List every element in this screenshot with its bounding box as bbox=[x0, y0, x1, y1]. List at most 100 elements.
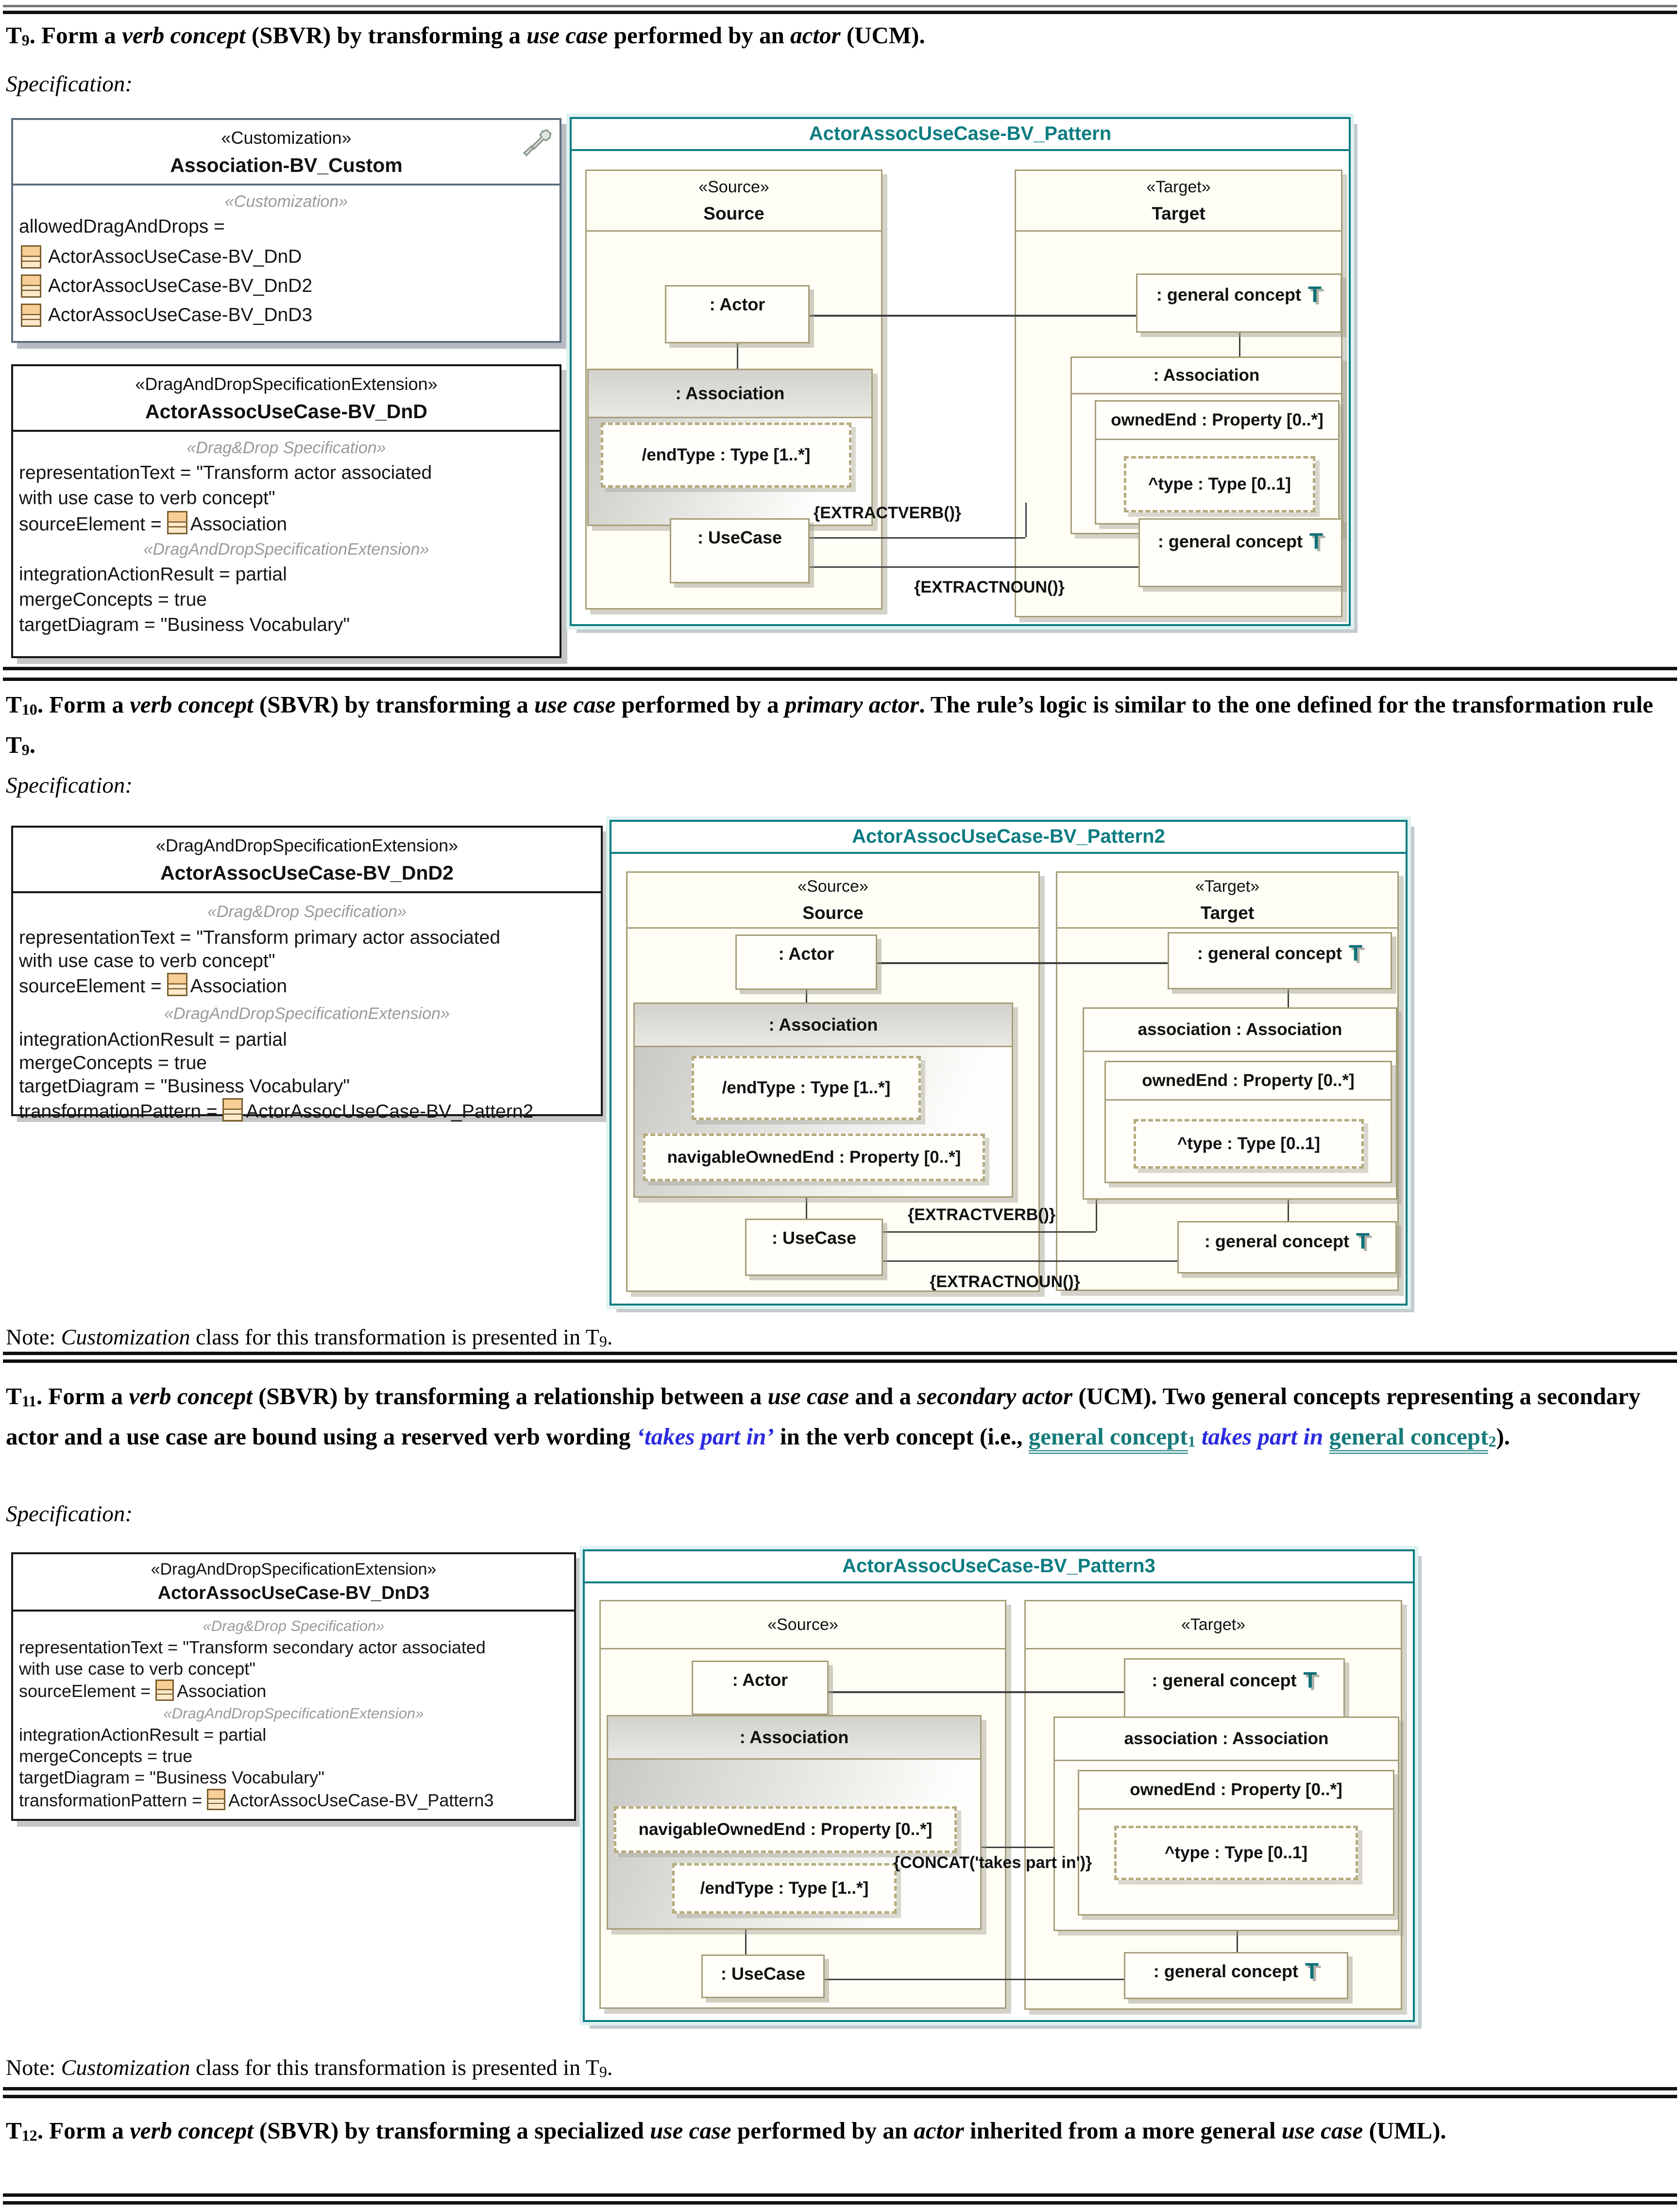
t11-seg bbox=[1196, 1423, 1202, 1450]
general-concept-index: 1 bbox=[1188, 1432, 1196, 1450]
slot-label: /endType : Type [1..*] bbox=[700, 1879, 869, 1898]
extractnoun-constraint: {EXTRACTNOUN()} bbox=[914, 578, 1065, 596]
stereotype-label: «DragAndDropSpecificationExtension» bbox=[151, 1560, 437, 1579]
link-usecase-concept bbox=[825, 1979, 1124, 1980]
object-label: : Actor bbox=[732, 1670, 788, 1690]
bottom-rule bbox=[3, 2193, 1677, 2197]
t11-seg: secondary actor bbox=[917, 1383, 1073, 1409]
class-icon bbox=[21, 304, 41, 327]
usecase-object: : UseCase bbox=[745, 1219, 883, 1276]
t9-seg: use case bbox=[526, 22, 608, 49]
source-element-value: Association bbox=[190, 976, 288, 997]
package-header: «Source» Source bbox=[628, 873, 1038, 929]
t9-seg: (SBVR) by transforming a bbox=[245, 22, 527, 49]
package-stereotype: «Target» bbox=[1181, 1615, 1246, 1634]
note-seg: Note: bbox=[6, 1324, 61, 1349]
t10-seg: . bbox=[29, 731, 35, 759]
class-header: «DragAndDropSpecificationExtension» Acto… bbox=[13, 366, 560, 423]
object-label: : general concept bbox=[1156, 285, 1301, 305]
t12-seg: inherited from a more general bbox=[964, 2117, 1282, 2144]
t12-sub: 12 bbox=[21, 2126, 37, 2144]
t10-sub: 10 bbox=[21, 700, 37, 718]
link-concat bbox=[915, 1847, 1101, 1848]
source-element-label: sourceElement = bbox=[19, 1681, 151, 1701]
note-seg: Customization bbox=[61, 1324, 190, 1349]
class-icon bbox=[155, 1680, 174, 1701]
package-header: «Target» Target bbox=[1016, 171, 1341, 232]
object-label: : UseCase bbox=[771, 1228, 857, 1248]
t11-seg: and a bbox=[849, 1383, 917, 1409]
note-seg: class for this transformation is present… bbox=[190, 1324, 599, 1349]
term-icon: T bbox=[1303, 1667, 1317, 1693]
link-extractnoun bbox=[810, 566, 1138, 568]
diagram-title: ActorAssocUseCase-BV_Pattern bbox=[572, 119, 1349, 151]
t12-seg: (SBVR) by transforming a specialized bbox=[253, 2117, 650, 2144]
note-sub: 9 bbox=[599, 2063, 607, 2081]
body-stereotype: «Drag&Drop Specification» bbox=[187, 439, 386, 457]
note-seg: Note: bbox=[6, 2055, 61, 2080]
attribute-line: with use case to verb concept" bbox=[19, 488, 275, 509]
t10-seg: (SBVR) by transforming a bbox=[253, 691, 535, 718]
section-rule bbox=[3, 667, 1677, 670]
object-label: : Actor bbox=[709, 294, 765, 314]
link-endtype-usecase bbox=[745, 1914, 747, 1954]
t9-seg: performed by an bbox=[608, 22, 791, 49]
link-actor-association bbox=[806, 990, 807, 1002]
diagram-title: ActorAssocUseCase-BV_Pattern2 bbox=[611, 822, 1406, 854]
extractnoun-constraint: {EXTRACTNOUN()} bbox=[930, 1273, 1080, 1291]
t11-seg bbox=[1323, 1423, 1329, 1450]
object-label: : general concept bbox=[1152, 1670, 1297, 1690]
slot-label: /endType : Type [1..*] bbox=[722, 1078, 891, 1097]
t12-seg: (UML). bbox=[1363, 2117, 1446, 2144]
attribute-line: sourceElement = Association bbox=[19, 511, 554, 537]
heading-t11: T11. Form a verb concept (SBVR) by trans… bbox=[6, 1378, 1675, 1460]
note-t11: Note: Customization class for this trans… bbox=[6, 2054, 1675, 2081]
link-navend-usecase bbox=[806, 1181, 807, 1219]
t11-seg: T bbox=[6, 1383, 22, 1409]
dnd-item: ActorAssocUseCase-BV_DnD2 bbox=[21, 274, 554, 298]
slot-label: ^type : Type [0..1] bbox=[1164, 1843, 1307, 1862]
link-extractverb bbox=[883, 1231, 1096, 1233]
slot-label: navigableOwnedEnd : Property [0..*] bbox=[638, 1820, 933, 1839]
diagram-title: ActorAssocUseCase-BV_Pattern3 bbox=[585, 1551, 1413, 1583]
note-sub: 9 bbox=[599, 1332, 607, 1350]
endtype-slot: /endType : Type [1..*] bbox=[601, 423, 851, 488]
object-label: : Actor bbox=[778, 944, 834, 964]
class-icon bbox=[21, 245, 41, 269]
t9-seg: verb concept bbox=[122, 22, 246, 49]
pattern-diagram-t9: ActorAssocUseCase-BV_Pattern «Source» So… bbox=[570, 117, 1351, 626]
body-stereotype: «Drag&Drop Specification» bbox=[207, 902, 407, 921]
attribute-line: sourceElement = Association bbox=[19, 973, 595, 999]
slot-label: ^type : Type [0..1] bbox=[1148, 475, 1291, 493]
wrench-icon bbox=[520, 126, 552, 160]
class-body: «Drag&Drop Specification» representation… bbox=[13, 432, 560, 638]
concat-constraint: {CONCAT('takes part in')} bbox=[893, 1853, 1092, 1872]
top-rule bbox=[3, 11, 1677, 14]
link-actor-concept bbox=[810, 315, 1136, 317]
note-seg: class for this transformation is present… bbox=[190, 2055, 599, 2080]
t9-seg: . Form a bbox=[29, 22, 122, 49]
attribute-line: representationText = "Transform actor as… bbox=[19, 462, 432, 483]
t9-sub: 9 bbox=[21, 31, 30, 49]
section-rule bbox=[3, 1352, 1677, 1355]
takes-part-in-verb: takes part in bbox=[1201, 1423, 1324, 1450]
compartment-divider bbox=[13, 184, 560, 186]
source-element-value: Association bbox=[177, 1681, 267, 1701]
t12-seg: use case bbox=[650, 2117, 731, 2144]
t10-seg: verb concept bbox=[130, 691, 254, 718]
usecase-object: : UseCase bbox=[701, 1954, 825, 1998]
general-concept-object-top: : general concept T bbox=[1124, 1658, 1345, 1722]
t12-seg: verb concept bbox=[130, 2117, 254, 2144]
link-actor-concept bbox=[829, 1691, 1124, 1693]
object-label: : general concept bbox=[1204, 1231, 1349, 1251]
attribute-line: targetDiagram = "Business Vocabulary" bbox=[19, 1767, 324, 1787]
slot-label: /endType : Type [1..*] bbox=[642, 445, 811, 464]
specification-label-t11: Specification: bbox=[6, 1501, 133, 1527]
section-rule bbox=[3, 678, 1677, 681]
dnd-spec-box-t11: «DragAndDropSpecificationExtension» Acto… bbox=[11, 1552, 576, 1821]
type-slot: ^type : Type [0..1] bbox=[1114, 1826, 1358, 1880]
t11-seg: (UCM). Two general concepts representing… bbox=[6, 1383, 1641, 1450]
